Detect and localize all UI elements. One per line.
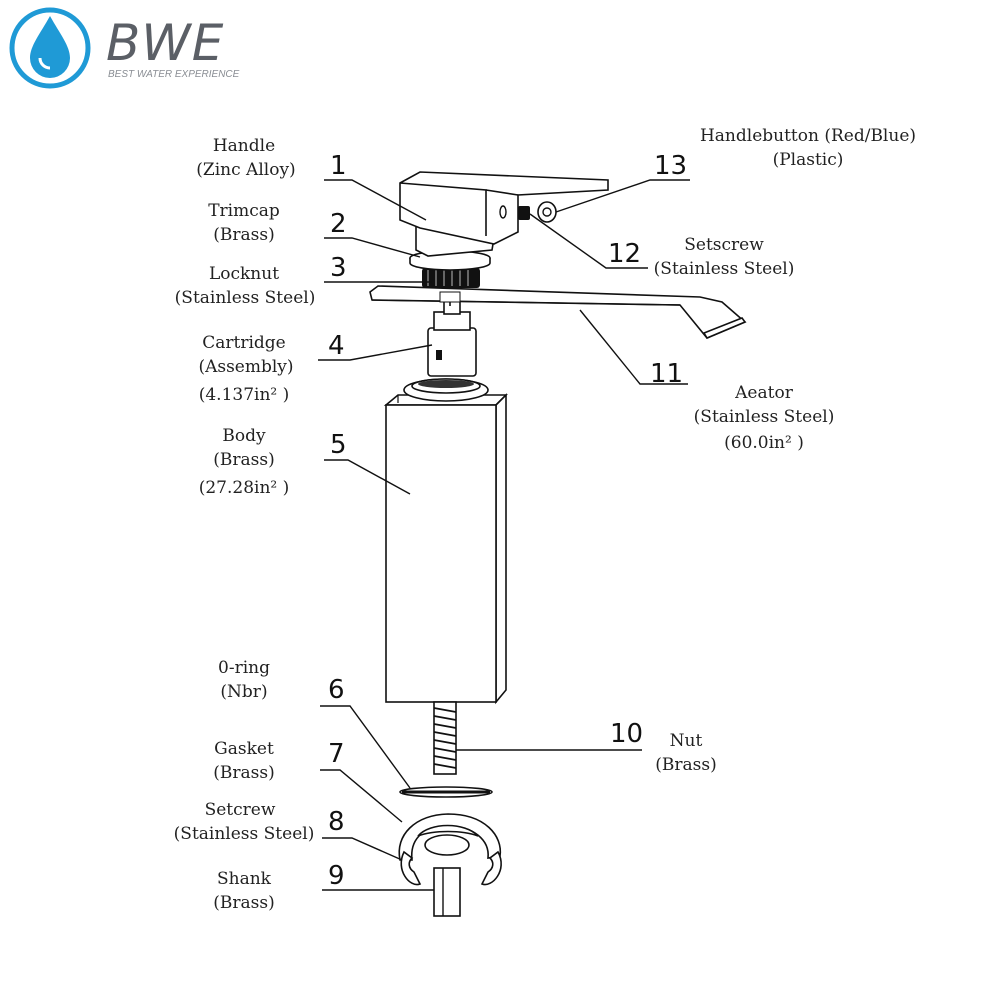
label-gasket: Gasket [214,739,274,759]
part-number-4: 4 [328,331,345,361]
label-aeator-material: (Stainless Steel) [694,407,835,427]
shank-part [433,867,461,917]
part-number-12: 12 [608,239,641,269]
spout-part [369,285,747,340]
label-setscrew: Setscrew [684,235,764,255]
label-oring: 0-ring [218,658,270,678]
label-cartridge: Cartridge [202,333,286,353]
part-number-1: 1 [330,151,347,181]
label-body-size: (27.28in² ) [199,478,290,498]
part-labels: Handle (Zinc Alloy) Trimcap (Brass) Lock… [174,126,916,913]
faucet-drawing [369,171,747,917]
part-number-8: 8 [328,807,345,837]
cartridge-part [427,296,477,377]
label-handlebutton: Handlebutton (Red/Blue) [700,126,916,146]
label-locknut-material: (Stainless Steel) [175,288,316,308]
trimcap-part [409,250,491,271]
handle-part [399,171,609,257]
setscrew-part [518,206,530,220]
brand-name: BWE [106,14,224,72]
part-number-10: 10 [610,719,643,749]
leader-lines [318,179,690,891]
label-nut: Nut [670,731,703,751]
label-handlebutton-material: (Plastic) [773,150,844,170]
label-oring-material: (Nbr) [220,682,267,702]
label-setscrew-material: (Stainless Steel) [654,259,795,279]
label-gasket-material: (Brass) [213,763,274,783]
body-part [383,393,508,705]
part-number-7: 7 [328,739,345,769]
label-cartridge-material: (Assembly) [198,357,293,377]
label-trimcap: Trimcap [208,201,280,221]
gasket-part [398,813,502,886]
label-nut-material: (Brass) [655,755,716,775]
handlebutton-part [537,201,557,223]
label-handle: Handle [213,136,275,156]
part-number-9: 9 [328,861,345,891]
label-locknut: Locknut [209,264,279,284]
brand-logo: BWE BEST WATER EXPERIENCE [9,7,240,89]
label-aeator: Aeator [734,383,794,403]
label-handle-material: (Zinc Alloy) [196,160,295,180]
label-setcrew-material: (Stainless Steel) [174,824,315,844]
part-number-2: 2 [330,209,347,239]
part-number-13: 13 [654,151,687,181]
locknut-part [422,268,480,288]
label-trimcap-material: (Brass) [213,225,274,245]
label-shank: Shank [217,869,272,889]
logo-ring [9,7,91,89]
part-numbers: 1 2 3 4 5 6 7 8 9 10 11 12 13 [328,151,687,891]
label-setcrew: Setcrew [205,800,276,820]
label-body-material: (Brass) [213,450,274,470]
oring-part [399,786,493,798]
part-number-11: 11 [650,359,683,389]
label-body: Body [222,426,266,446]
cartridge-base-ring [403,378,489,402]
part-number-6: 6 [328,675,345,705]
part-number-3: 3 [330,253,347,283]
label-cartridge-size: (4.137in² ) [199,385,290,405]
part-number-5: 5 [330,430,347,460]
threaded-rod [433,701,457,775]
label-aeator-size: (60.0in² ) [724,433,804,453]
brand-tagline: BEST WATER EXPERIENCE [108,69,240,80]
label-shank-material: (Brass) [213,893,274,913]
